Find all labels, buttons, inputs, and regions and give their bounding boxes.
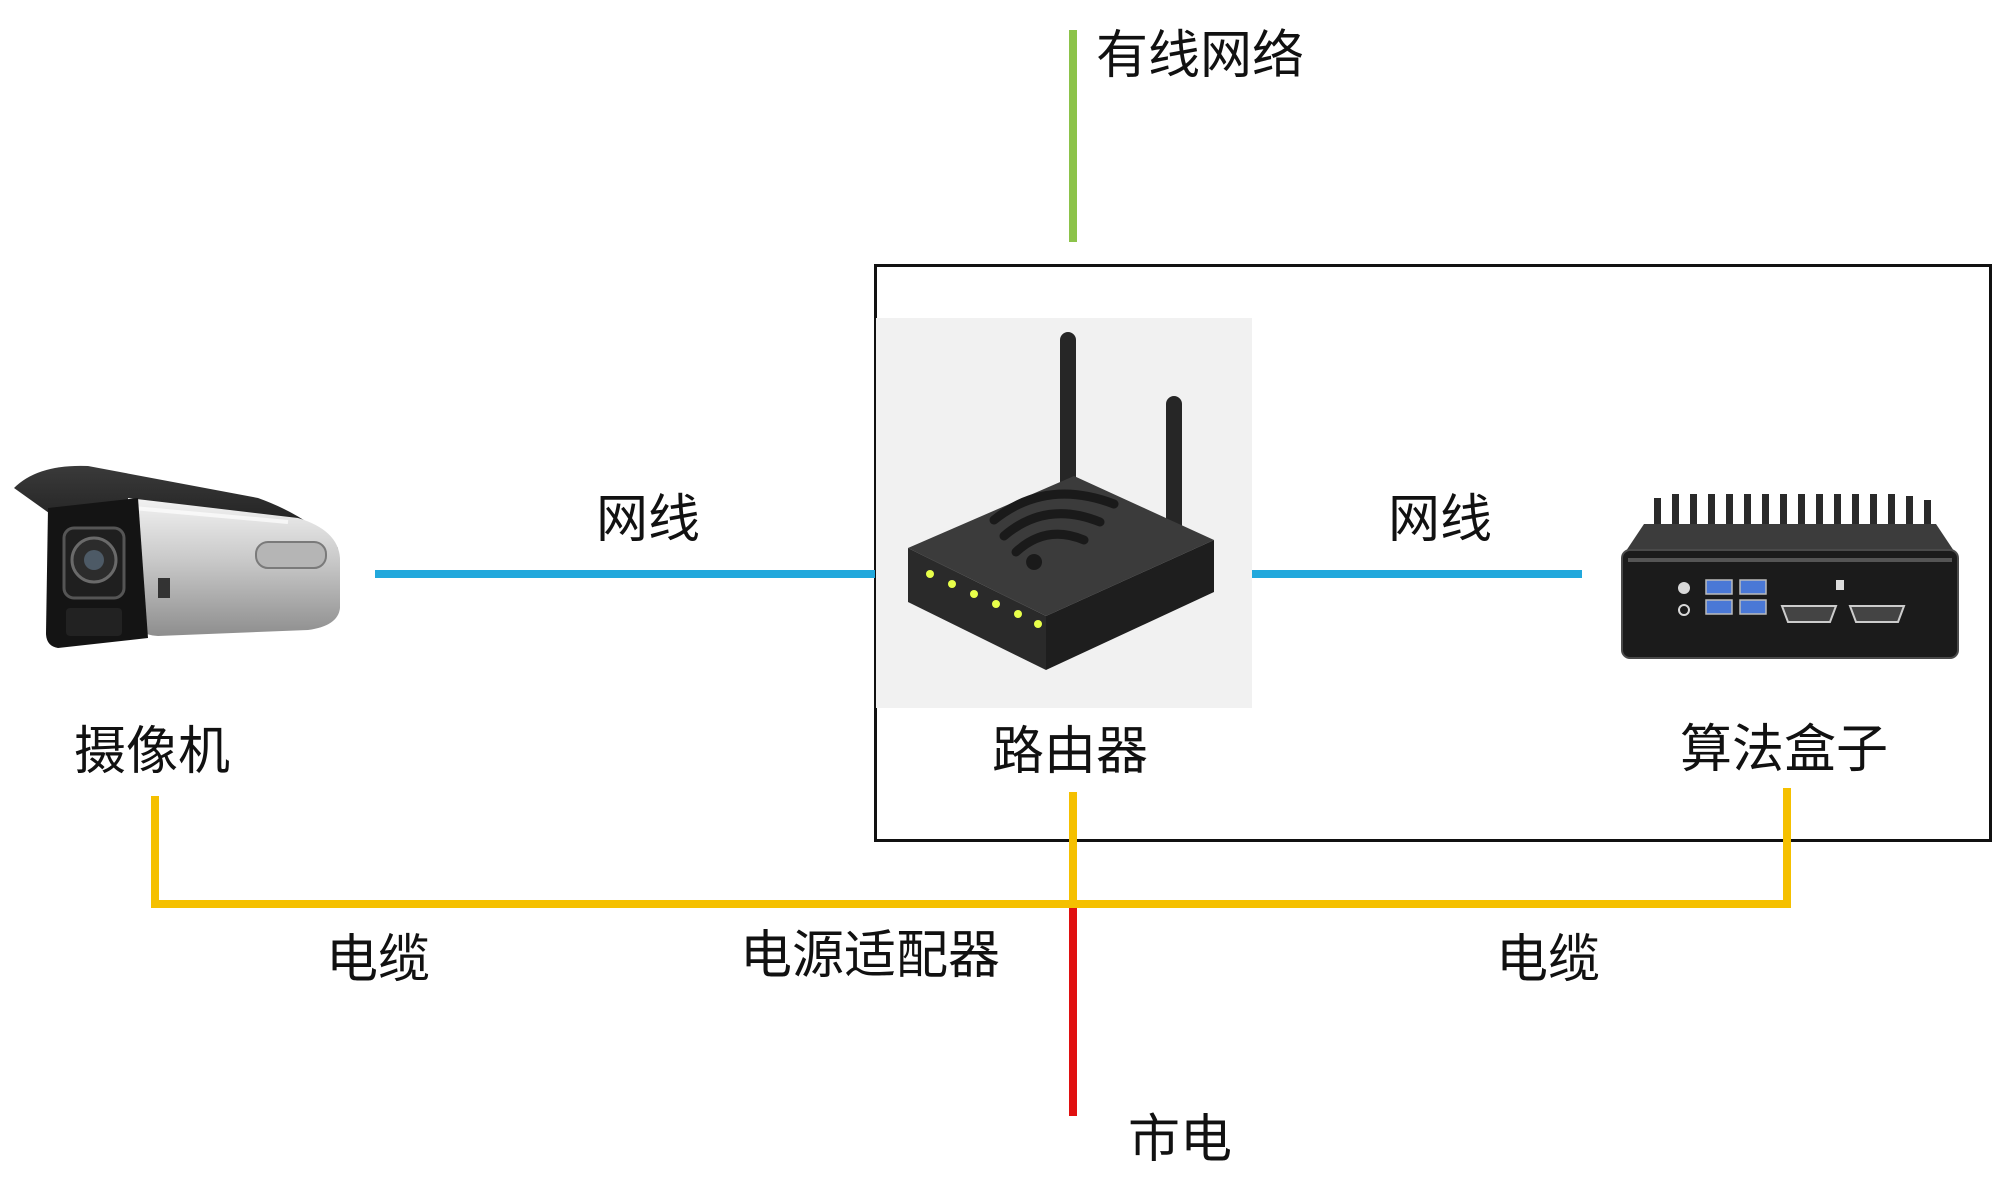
mains-power-line [1069, 908, 1077, 1116]
power-drop-algo-box-line [1783, 788, 1791, 908]
power-cable-left-label: 电缆 [326, 934, 430, 986]
network-cable-right-label: 网线 [1388, 494, 1492, 546]
fanless-mini-pc-icon [1614, 488, 1966, 668]
mains-power-label: 市电 [1128, 1114, 1232, 1166]
power-drop-camera-line [151, 796, 159, 908]
power-adapter-label: 电源适配器 [740, 930, 1000, 982]
network-cable-left-label: 网线 [596, 494, 700, 546]
bullet-camera-icon [8, 458, 348, 658]
power-drop-router-line [1069, 792, 1077, 908]
wired-network-line [1069, 30, 1077, 242]
algo-box-label: 算法盒子 [1680, 724, 1888, 776]
wired-network-label: 有线网络 [1096, 30, 1304, 82]
network-cable-right-line [1234, 570, 1582, 578]
power-bus-line [151, 900, 1791, 908]
power-cable-right-label: 电缆 [1496, 934, 1600, 986]
camera-label: 摄像机 [74, 726, 230, 778]
router-label: 路由器 [992, 726, 1148, 778]
network-cable-left-line [375, 570, 875, 578]
wifi-router-icon [896, 326, 1236, 696]
